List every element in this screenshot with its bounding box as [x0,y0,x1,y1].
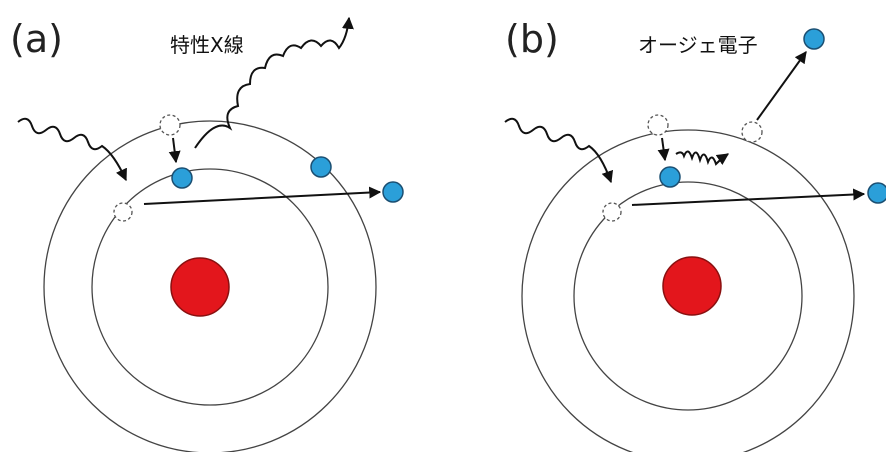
ejection-arrow [631,188,866,206]
falling-electron [659,166,681,188]
panel-b-label: (b) [505,17,559,61]
panel-b: (b) オージェ電子 [504,17,886,452]
characteristic-xray-icon [194,16,354,149]
outer-vacancy [647,114,669,136]
inner-vacancy [602,202,622,222]
incoming-photon-icon [17,117,127,182]
transition-arrow [168,137,181,164]
outer-electron [310,156,332,178]
panel-b-caption: オージェ電子 [638,33,758,57]
inner-shell [573,181,803,411]
ejection-arrow [143,186,382,205]
outer-shell [43,120,377,452]
falling-electron [171,167,193,189]
ejected-electron [382,181,404,203]
nucleus [662,256,722,316]
panel-a-label: (a) [10,17,63,61]
energy-transfer-icon [675,150,729,166]
ejected-electron [867,182,886,204]
nucleus [170,257,230,317]
incoming-photon-icon [504,117,614,184]
auger-electron [803,28,825,50]
outer-vacancy [159,114,181,136]
auger-vacancy [741,121,763,143]
panel-a: (a) 特性X線 [10,16,404,452]
auger-emission-arrow [756,51,807,121]
outer-shell [521,129,855,452]
panel-a-caption: 特性X線 [170,33,244,57]
inner-shell [91,168,329,406]
inner-vacancy [113,202,133,222]
transition-arrow [657,137,670,162]
